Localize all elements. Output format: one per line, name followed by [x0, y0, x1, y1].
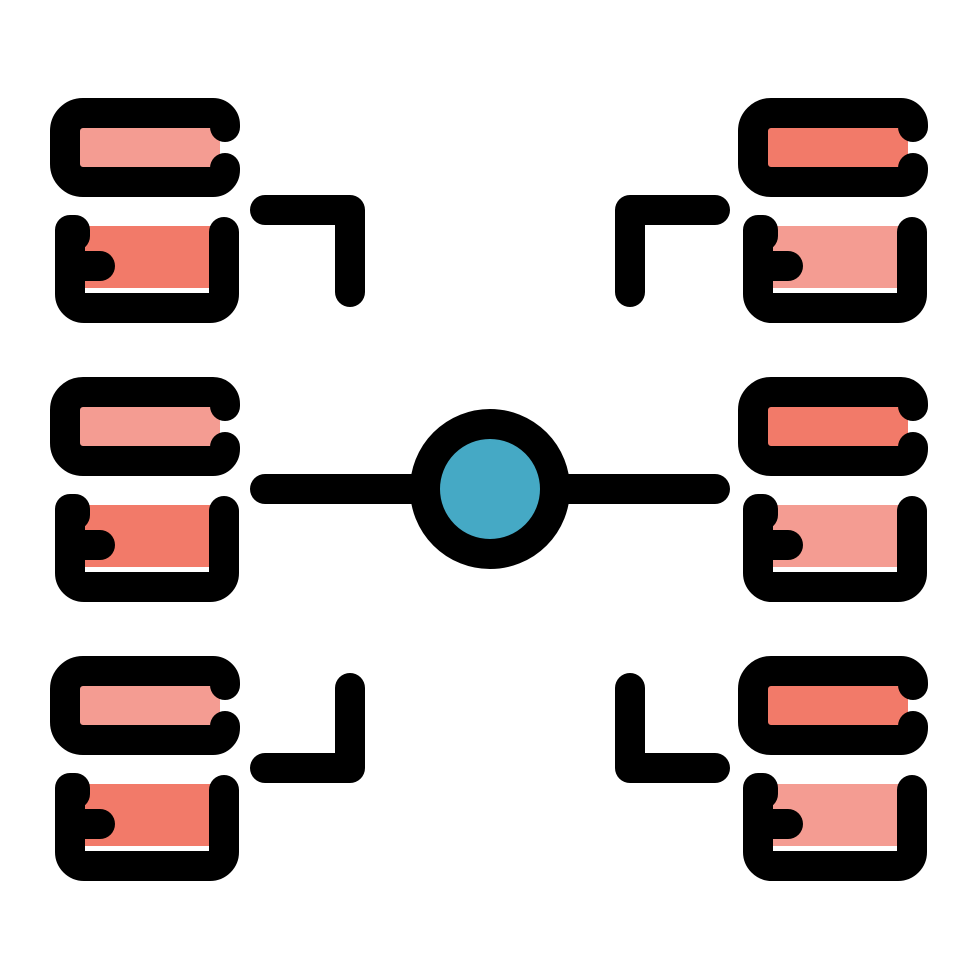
connector-bottom-left [250, 673, 365, 783]
server-stack-bottom-left-icon [50, 656, 240, 881]
connector-top-right [615, 195, 730, 307]
connectors [250, 195, 730, 783]
server-stack-middle-right-icon [738, 377, 928, 602]
connector-bottom-right [615, 673, 730, 783]
center-hub-icon [410, 409, 570, 569]
server-stack-top-left-icon [50, 98, 240, 323]
connector-top-left [250, 195, 365, 307]
server-stack-top-right-icon [738, 98, 928, 323]
server-stack-middle-left-icon [50, 377, 240, 602]
server-stack-bottom-right-icon [738, 656, 928, 881]
